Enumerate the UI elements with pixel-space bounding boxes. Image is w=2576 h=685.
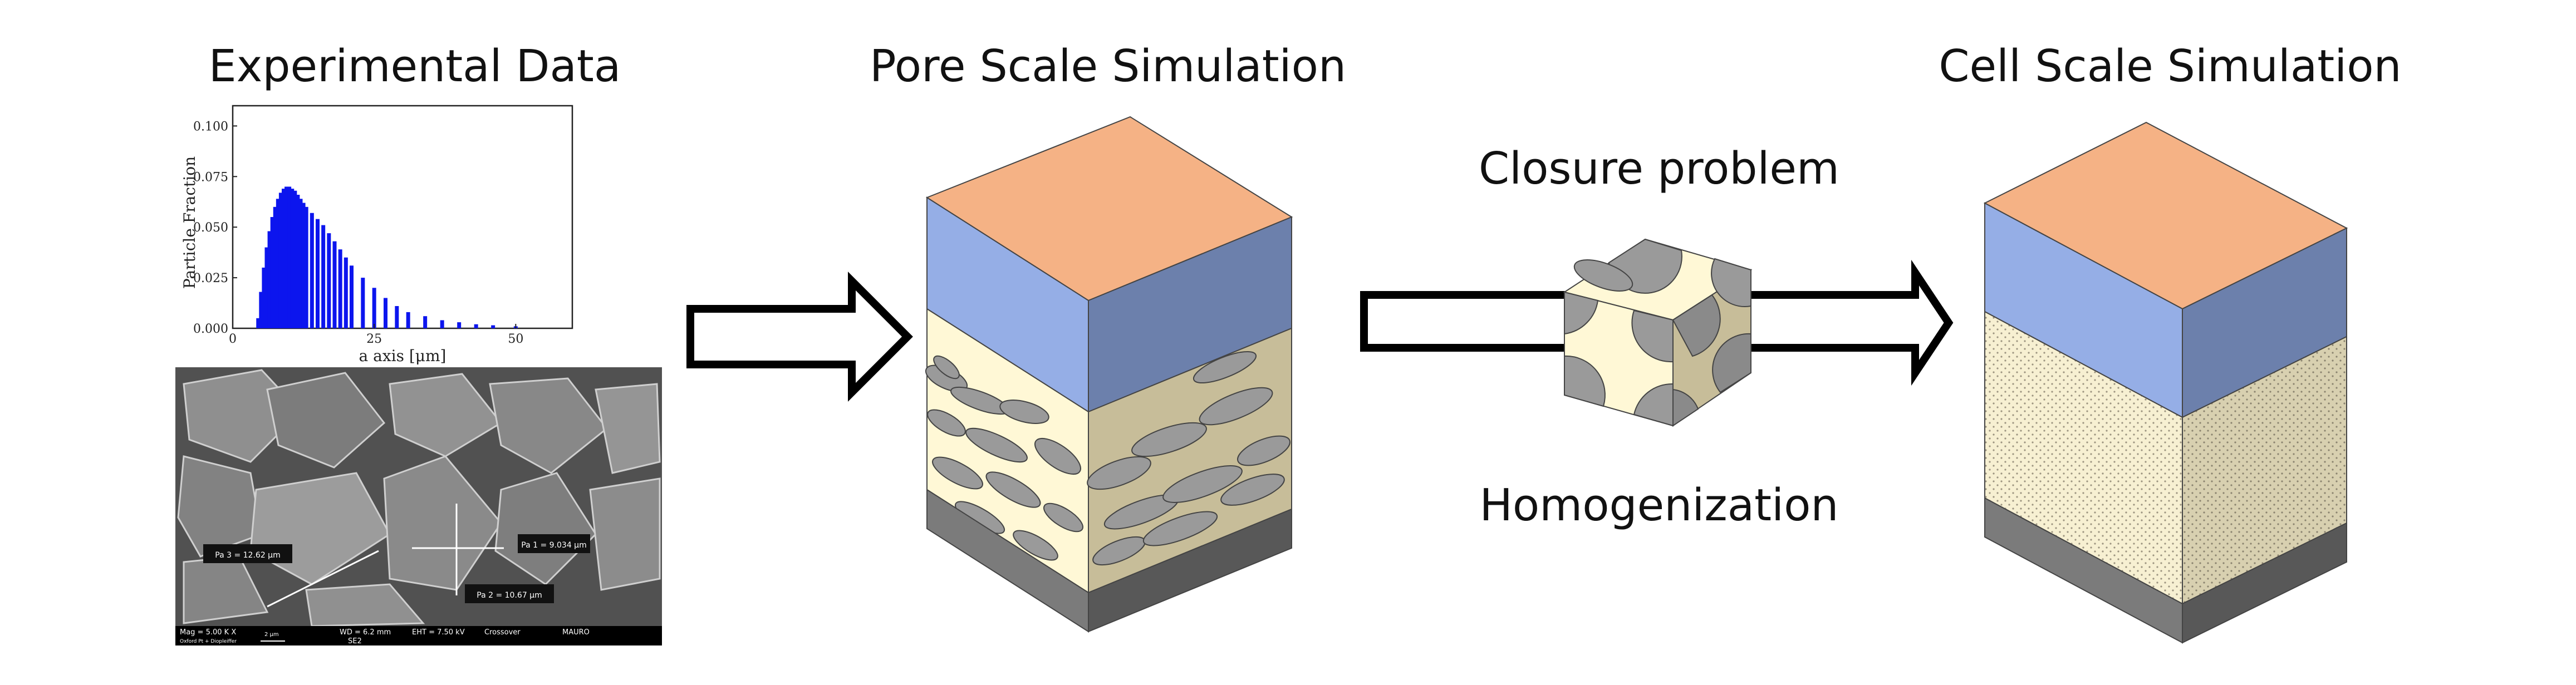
histogram-bar (406, 312, 410, 328)
x-tick-label: 50 (508, 332, 523, 346)
histogram-bar (361, 278, 365, 328)
sem-micrograph: Pa 1 = 9.034 μm Pa 2 = 10.67 μm Pa 3 = 1… (175, 367, 662, 645)
sem-measure-labels: Pa 1 = 9.034 μm Pa 2 = 10.67 μm Pa 3 = 1… (203, 534, 590, 603)
closure-title: Closure problem (1479, 143, 1839, 194)
histogram-bar (296, 195, 300, 328)
histogram-bar (282, 189, 286, 328)
histogram-bar (256, 318, 261, 328)
sem-mag: Mag = 5.00 K X (180, 628, 236, 637)
histogram-bar (310, 213, 314, 328)
histogram-bar (491, 325, 495, 328)
x-axis-label: a axis [μm] (359, 347, 446, 365)
unit-cell-spheres (1564, 238, 1751, 427)
histogram-bar (259, 292, 263, 328)
svg-text:Pa 3 = 12.62 μm: Pa 3 = 12.62 μm (215, 551, 280, 560)
histogram-bar (290, 189, 295, 328)
pore-scale-title: Pore Scale Simulation (870, 41, 1346, 92)
histogram-bar (276, 199, 280, 328)
histogram-bar (284, 186, 289, 328)
x-tick-label: 0 (229, 332, 237, 346)
y-tick-label: 0.000 (193, 322, 228, 336)
histogram-bars (256, 186, 518, 328)
pore-scale-panel: Pore Scale Simulation (870, 41, 1346, 633)
y-tick-label: 0.025 (193, 272, 228, 285)
histogram-bar (298, 199, 303, 328)
histogram-bar (264, 247, 269, 328)
svg-text:Pa 1 = 9.034 μm: Pa 1 = 9.034 μm (521, 541, 586, 550)
sem-signal: SE2 (348, 637, 362, 645)
histogram-bar (316, 219, 320, 328)
y-ticks: 0.000 0.025 0.050 0.075 0.100 (193, 120, 237, 336)
pore-collector-side (1088, 508, 1292, 633)
homogenization-title: Homogenization (1480, 480, 1839, 531)
pore-particles-side (1087, 351, 1291, 566)
y-tick-label: 0.100 (193, 120, 228, 134)
histogram-bar (395, 306, 399, 328)
cell-scale-panel: Cell Scale Simulation (1939, 41, 2402, 644)
histogram-bar (267, 231, 272, 328)
histogram-bar (440, 320, 444, 328)
closure-panel: Closure problem Homogenization (1479, 143, 1839, 531)
histogram-bar (278, 193, 283, 328)
experimental-title: Experimental Data (209, 41, 621, 92)
sem-info-bar (175, 626, 662, 645)
histogram-bar (321, 225, 326, 328)
y-tick-label: 0.050 (193, 221, 228, 235)
sem-measure-lines (267, 504, 504, 608)
sem-scale: 2 μm (264, 632, 279, 638)
histogram-bar (293, 190, 297, 328)
experimental-panel: Experimental Data 0.0000.0250.0500.0750.… (175, 41, 662, 645)
y-tick-label: 0.075 (193, 170, 228, 184)
cell-collector-side (2182, 522, 2347, 644)
histogram-bar (457, 322, 462, 328)
sem-wd: WD = 6.2 mm (340, 628, 391, 637)
particle-size-histogram: 0.000 0.025 0.050 0.075 0.100 0 25 50 a axis [… (180, 105, 573, 365)
histogram-bar (423, 316, 428, 328)
cell-scale-title: Cell Scale Simulation (1939, 41, 2401, 92)
histogram-bar (344, 257, 348, 328)
histogram-bar (304, 206, 308, 328)
y-axis-label: Particle Fraction (180, 156, 199, 289)
chart-frame (232, 105, 573, 329)
histogram-bar (273, 206, 277, 328)
histogram-bar (384, 298, 387, 328)
unit-cell-cube (1563, 238, 1753, 427)
pore-particles-front (925, 355, 1083, 561)
histogram-bar (262, 267, 266, 328)
x-tick-label: 25 (366, 332, 382, 346)
arrow-to-pore-scale (686, 272, 913, 402)
histogram-bar (332, 241, 337, 328)
sem-eht: EHT = 7.50 kV (412, 628, 465, 637)
histogram-bar (270, 217, 274, 328)
histogram-bar (338, 249, 342, 328)
histogram-bar (474, 324, 478, 328)
sem-crossover: Crossover (484, 628, 521, 637)
histogram-bar (350, 265, 354, 328)
histogram-bar (327, 233, 331, 328)
sem-detector: Oxford Pt + Diopleiffer (180, 639, 237, 644)
svg-text:Pa 2 = 10.67 μm: Pa 2 = 10.67 μm (477, 591, 542, 600)
histogram-bar (287, 186, 292, 328)
histogram-bar (301, 203, 306, 328)
x-ticks: 0 25 50 (229, 324, 523, 346)
sem-particles (177, 369, 661, 627)
sem-user: MAURO (562, 628, 590, 637)
histogram-bar (372, 288, 376, 328)
